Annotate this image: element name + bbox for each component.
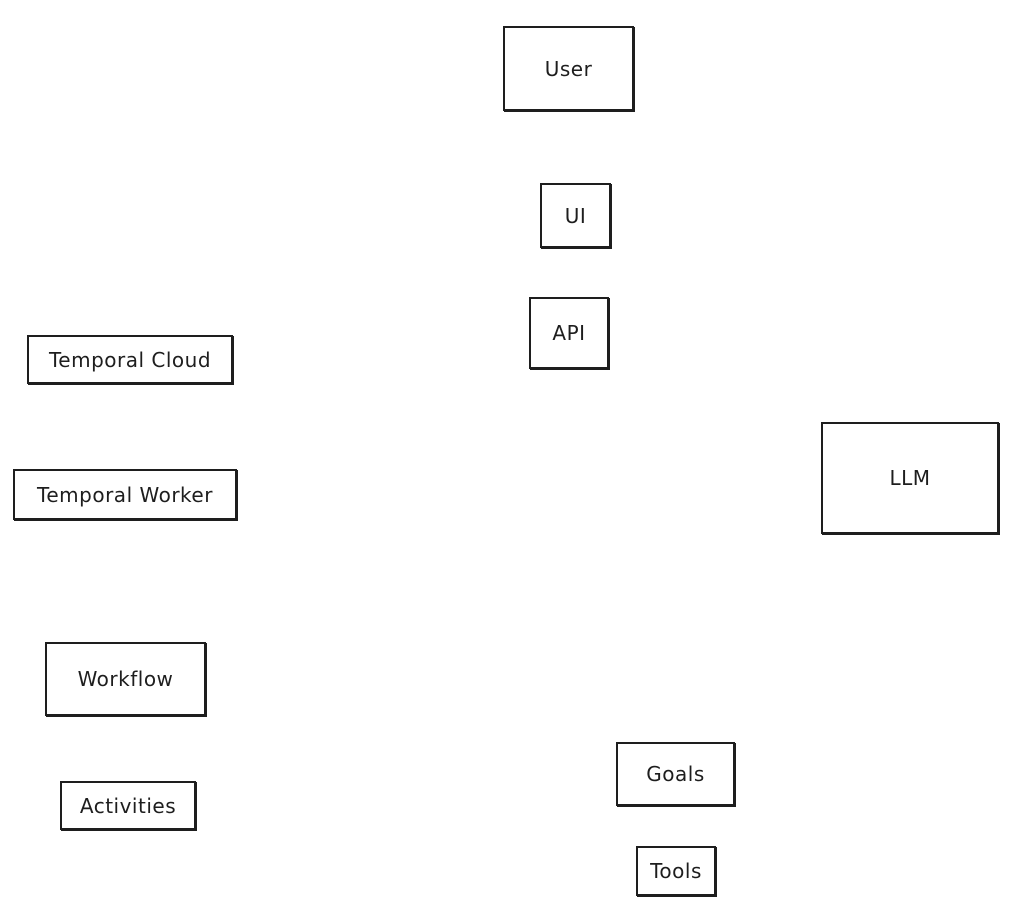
node-api[interactable]: API [529,297,609,369]
node-label: API [552,321,586,345]
node-goals[interactable]: Goals [616,742,735,806]
node-label: Tools [650,859,702,883]
node-label: Workflow [77,667,174,691]
node-label: Temporal Worker [37,482,213,507]
node-temporal-worker[interactable]: Temporal Worker [13,469,237,520]
node-label: Activities [79,793,177,818]
node-ui[interactable]: UI [540,183,611,248]
node-label: UI [564,203,587,228]
node-user[interactable]: User [503,26,634,111]
node-activities[interactable]: Activities [60,781,196,830]
node-llm[interactable]: LLM [821,422,999,534]
node-temporal-cloud[interactable]: Temporal Cloud [27,335,233,384]
node-label: Goals [646,762,705,786]
node-workflow[interactable]: Workflow [45,642,206,716]
node-tools[interactable]: Tools [636,846,716,896]
node-label: User [544,56,593,81]
node-label: Temporal Cloud [48,347,212,372]
node-label: LLM [889,466,931,490]
